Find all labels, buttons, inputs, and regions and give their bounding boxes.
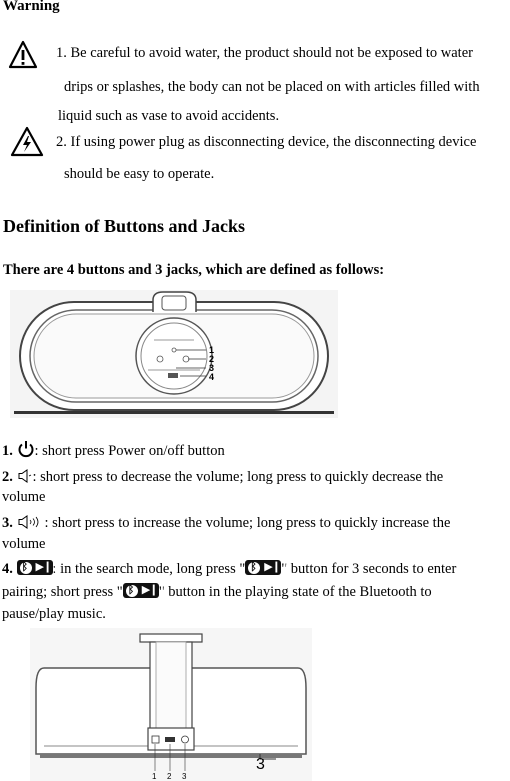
button-def-4: 4. ▶❙❙: in the search mode, long press "… xyxy=(2,560,456,578)
bluetooth-play-pause-icon: ▶❙❙ xyxy=(16,560,60,575)
section-subheading: There are 4 buttons and 3 jacks, which a… xyxy=(3,262,385,278)
warning-line: 1. Be careful to avoid water, the produc… xyxy=(56,45,473,61)
callout-label: 1 xyxy=(209,345,214,355)
item-number: 3. xyxy=(2,515,13,531)
item-text-cont: pause/play music. xyxy=(2,606,106,622)
bluetooth-play-pause-icon: ▶❙❙ xyxy=(245,560,289,575)
item-number: 2. xyxy=(2,469,13,485)
item-text: pairing; short press " xyxy=(2,584,123,600)
warning-line: 2. If using power plug as disconnecting … xyxy=(56,134,477,150)
item-text: : short press to decrease the volume; lo… xyxy=(32,469,444,485)
volume-down-icon xyxy=(18,469,31,483)
section-heading: Definition of Buttons and Jacks xyxy=(3,216,246,236)
callout-label: 2 xyxy=(167,772,172,781)
callout-label: 4 xyxy=(209,372,214,382)
electric-hazard-icon xyxy=(10,126,44,157)
warning-triangle-icon xyxy=(8,40,38,69)
speaker-back-diagram: 1 2 3 xyxy=(30,628,312,781)
button-def-3: 3. : short press to increase the volume;… xyxy=(2,515,450,532)
volume-up-icon xyxy=(18,515,38,529)
item-text-cont: volume xyxy=(2,536,46,552)
item-number: 4. xyxy=(2,561,13,577)
button-def-1: 1. : short press Power on/off button xyxy=(2,440,225,460)
callout-label: 3 xyxy=(209,363,214,373)
button-def-4-cont: pairing; short press "▶❙❙" button in the… xyxy=(2,583,432,601)
callout-label: 2 xyxy=(209,354,214,364)
warning-title: Warning xyxy=(3,0,60,14)
item-text: : short press Power on/off button xyxy=(34,443,225,459)
callout-label: 3 xyxy=(182,772,187,781)
item-text-cont: volume xyxy=(2,489,46,505)
warning-line: should be easy to operate. xyxy=(64,166,215,182)
callout-label: 1 xyxy=(152,772,157,781)
speaker-top-diagram: 1 2 3 4 xyxy=(10,290,338,418)
item-text: : in the search mode, long press " xyxy=(52,561,246,577)
button-def-2: 2. : short press to decrease the volume;… xyxy=(2,469,443,486)
item-text: : short press to increase the volume; lo… xyxy=(44,515,451,531)
power-icon xyxy=(18,441,33,458)
item-text: " button in the playing state of the Blu… xyxy=(158,584,432,600)
page-number: 3 xyxy=(256,756,265,773)
bluetooth-play-pause-icon: ▶❙❙ xyxy=(122,583,167,598)
warning-line: liquid such as vase to avoid accidents. xyxy=(58,108,280,124)
warning-line: drips or splashes, the body can not be p… xyxy=(64,79,480,95)
item-text: " button for 3 seconds to enter xyxy=(281,561,457,577)
item-number: 1. xyxy=(2,443,13,459)
